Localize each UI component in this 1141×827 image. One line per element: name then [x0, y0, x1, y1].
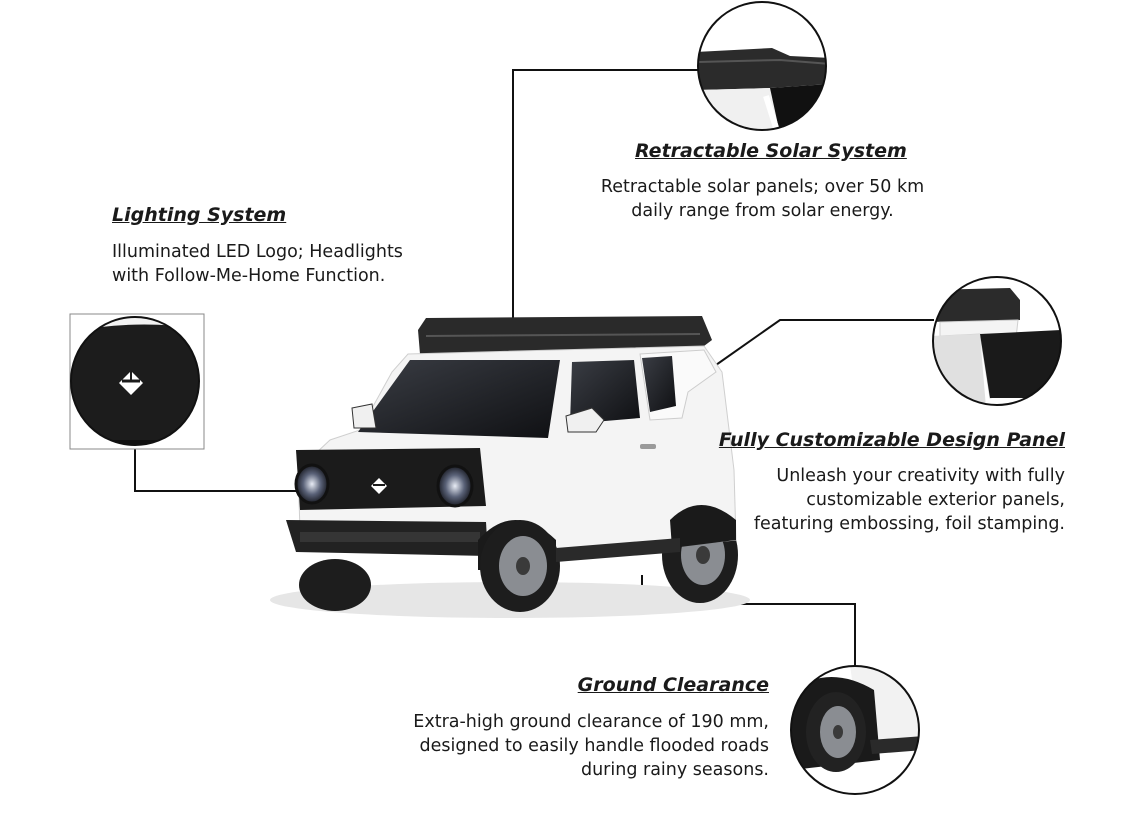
connector-panel — [705, 319, 934, 373]
clearance-line-3: during rainy seasons. — [580, 760, 769, 780]
solar-detail-callout — [697, 1, 827, 131]
lighting-line-2: with Follow-Me-Home Function. — [112, 266, 386, 286]
side-window — [570, 360, 640, 424]
panel-line-1: Unleash your creativity with fully — [776, 466, 1065, 486]
clearance-line-2: designed to easily handle flooded roads — [419, 736, 769, 756]
lighting-title: Lighting System — [112, 204, 287, 226]
panel-description: Unleash your creativity with fully custo… — [754, 464, 1065, 536]
clearance-title: Ground Clearance — [577, 674, 769, 696]
front-wheel — [480, 520, 560, 612]
clearance-line-1: Extra-high ground clearance of 190 mm, — [413, 712, 769, 732]
car-image — [270, 316, 750, 618]
connector-solar — [512, 69, 698, 318]
lighting-detail-callout — [69, 313, 205, 450]
connector-lighting — [134, 445, 298, 492]
clearance-description: Extra-high ground clearance of 190 mm, d… — [413, 710, 769, 782]
lighting-line-1: Illuminated LED Logo; Headlights — [112, 242, 403, 262]
led-logo — [371, 478, 387, 494]
solar-line-1: Retractable solar panels; over 50 km — [600, 177, 925, 197]
panel-line-2: customizable exterior panels, — [806, 490, 1065, 510]
solar-title: Retractable Solar System — [635, 140, 907, 162]
panel-detail-callout — [932, 276, 1062, 406]
panel-title: Fully Customizable Design Panel — [718, 429, 1065, 451]
windshield — [358, 360, 560, 438]
ground-detail-callout — [790, 665, 920, 795]
lighting-description: Illuminated LED Logo; Headlights with Fo… — [112, 240, 403, 288]
solar-line-2: daily range from solar energy. — [631, 201, 894, 221]
panel-line-3: featuring embossing, foil stamping. — [753, 514, 1065, 534]
solar-description: Retractable solar panels; over 50 km dai… — [590, 175, 935, 223]
